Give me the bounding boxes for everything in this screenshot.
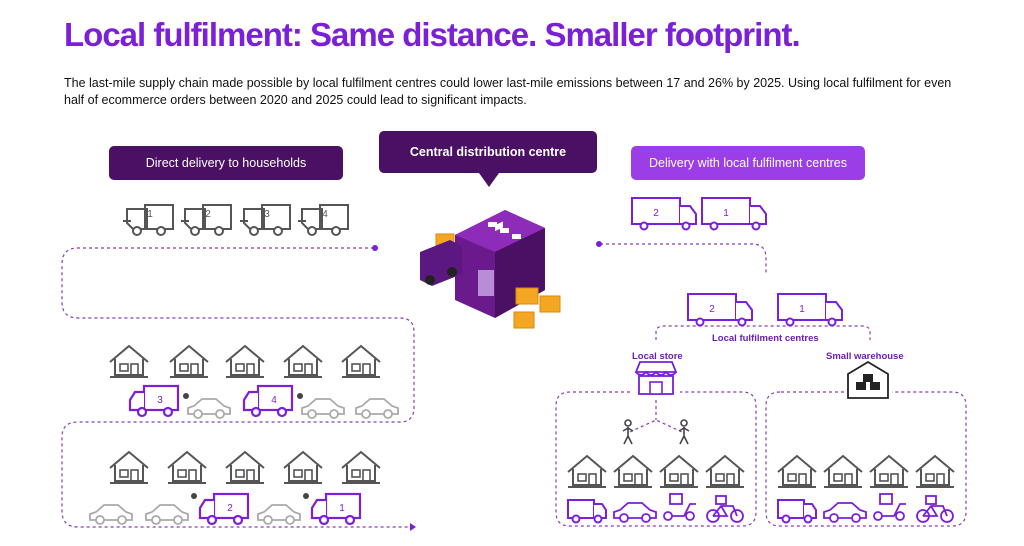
right-store-vehicles <box>567 493 744 524</box>
svg-text:1: 1 <box>723 208 729 219</box>
small-warehouse-icon <box>847 360 889 399</box>
left-row2-houses <box>109 451 381 484</box>
right-mid-truck-1 <box>777 293 843 327</box>
central-distribution-label: Central distribution centre <box>379 131 597 187</box>
van-number-2: 2 <box>205 209 211 220</box>
row1-van-3 <box>128 384 180 418</box>
svg-text:2: 2 <box>653 208 659 219</box>
left-top-vans <box>122 204 349 236</box>
right-route-start <box>596 241 602 247</box>
building-windows <box>488 222 521 239</box>
svg-text:2: 2 <box>709 304 715 315</box>
van-number-4: 4 <box>322 209 328 220</box>
distribution-building <box>420 210 561 329</box>
svg-text:3: 3 <box>157 395 163 406</box>
person-icon <box>622 419 634 445</box>
page-subtitle: The last-mile supply chain made possible… <box>64 76 952 107</box>
right-warehouse-vehicles <box>777 493 954 524</box>
row2-cars <box>89 504 301 525</box>
local-store-label: Local store <box>632 351 683 362</box>
van-number-1: 1 <box>147 209 153 220</box>
svg-text:1: 1 <box>339 503 345 514</box>
right-mid-truck-2 <box>687 293 753 327</box>
local-fulfilment-delivery-label: Delivery with local fulfilment centres <box>631 146 865 180</box>
row2-van-1 <box>310 492 362 526</box>
page-title: Local fulfilment: Same distance. Smaller… <box>64 16 801 53</box>
left-row1-houses <box>109 345 381 378</box>
right-top-truck-2 <box>631 197 697 231</box>
direct-delivery-label: Direct delivery to households <box>109 146 343 180</box>
svg-text:4: 4 <box>271 395 277 406</box>
svg-text:1: 1 <box>799 304 805 315</box>
small-warehouse-label: Small warehouse <box>826 351 904 362</box>
right-route-path <box>555 243 967 527</box>
left-route-path <box>61 247 415 528</box>
svg-text:2: 2 <box>227 503 233 514</box>
local-store-icon <box>634 361 678 395</box>
left-route-arrow <box>410 523 416 531</box>
left-route-start <box>372 245 378 251</box>
right-top-truck-1 <box>701 197 767 231</box>
row2-van-2 <box>198 492 250 526</box>
van-number-3: 3 <box>264 209 270 220</box>
row1-van-4 <box>242 384 294 418</box>
person-icon <box>678 419 690 445</box>
right-warehouse-houses <box>777 455 955 488</box>
right-store-houses <box>567 455 745 488</box>
local-fulfilment-centres-label: Local fulfilment centres <box>712 333 819 344</box>
